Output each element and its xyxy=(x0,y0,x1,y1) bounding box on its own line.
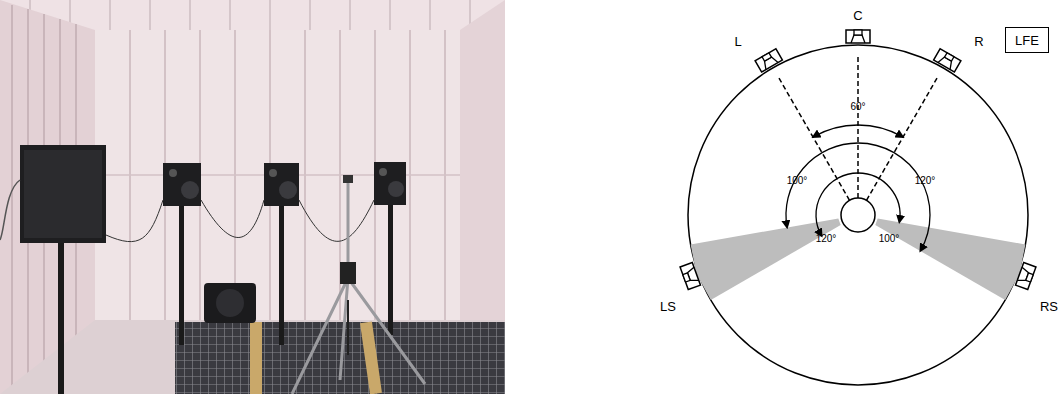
loudspeaker-symbol xyxy=(1016,263,1036,290)
speaker-direction xyxy=(867,76,939,200)
channel-label: RS xyxy=(1040,300,1058,313)
listener-position xyxy=(841,198,875,232)
angle-arc xyxy=(813,125,903,137)
monitor-speaker xyxy=(163,163,201,345)
loudspeaker-symbol xyxy=(846,30,870,43)
room-photo xyxy=(0,0,505,394)
angle-label: 120° xyxy=(915,176,936,186)
angle-label: 100° xyxy=(879,234,900,244)
channel-label: LFE xyxy=(1015,34,1039,47)
monitor-speaker xyxy=(374,162,406,335)
surround-zone xyxy=(875,219,1025,301)
surround-zone xyxy=(691,219,841,301)
loudspeaker-symbol xyxy=(680,30,1036,290)
reference-circle xyxy=(688,45,1028,385)
channel-label: C xyxy=(853,9,862,22)
channel-label: L xyxy=(734,35,741,48)
channel-label: R xyxy=(974,35,983,48)
angle-arc xyxy=(858,143,930,251)
loudspeaker-symbol xyxy=(755,49,782,72)
loudspeaker-symbol xyxy=(680,263,700,290)
loudspeaker-symbol xyxy=(934,49,961,72)
speaker-direction xyxy=(778,76,850,200)
speaker-layout xyxy=(680,30,1036,385)
angle-label: 120° xyxy=(816,234,837,244)
angle-label: 100° xyxy=(787,176,808,186)
channel-box: LFE xyxy=(1005,27,1049,53)
channel-label: LS xyxy=(660,300,676,313)
angle-label: 60° xyxy=(850,102,865,112)
speaker-direction xyxy=(857,55,859,198)
speaker-direction xyxy=(778,55,938,200)
monitor-speaker xyxy=(264,163,299,345)
microphone-tripod xyxy=(292,175,425,394)
angle-arc xyxy=(786,125,930,251)
